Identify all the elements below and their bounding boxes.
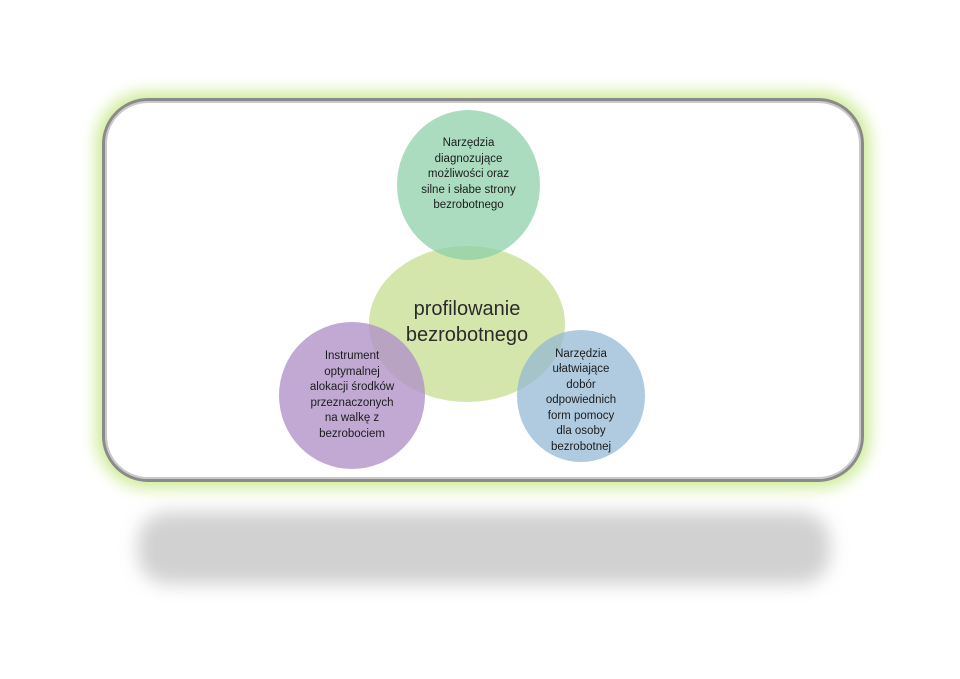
left-label: Instrument optymalnej alokacji środków p… xyxy=(309,350,395,440)
frame-shadow xyxy=(138,512,830,584)
right-circle: Narzędzia ułatwiające dobór odpowiednich… xyxy=(517,330,645,462)
left-circle: Instrument optymalnej alokacji środków p… xyxy=(279,322,425,469)
top-label: Narzędzia diagnozujące możliwości oraz s… xyxy=(421,137,516,212)
center-label: profilowanie bezrobotnego xyxy=(405,298,529,346)
top-circle: Narzędzia diagnozujące możliwości oraz s… xyxy=(397,110,540,260)
right-label: Narzędzia ułatwiające dobór odpowiednich… xyxy=(545,347,617,453)
